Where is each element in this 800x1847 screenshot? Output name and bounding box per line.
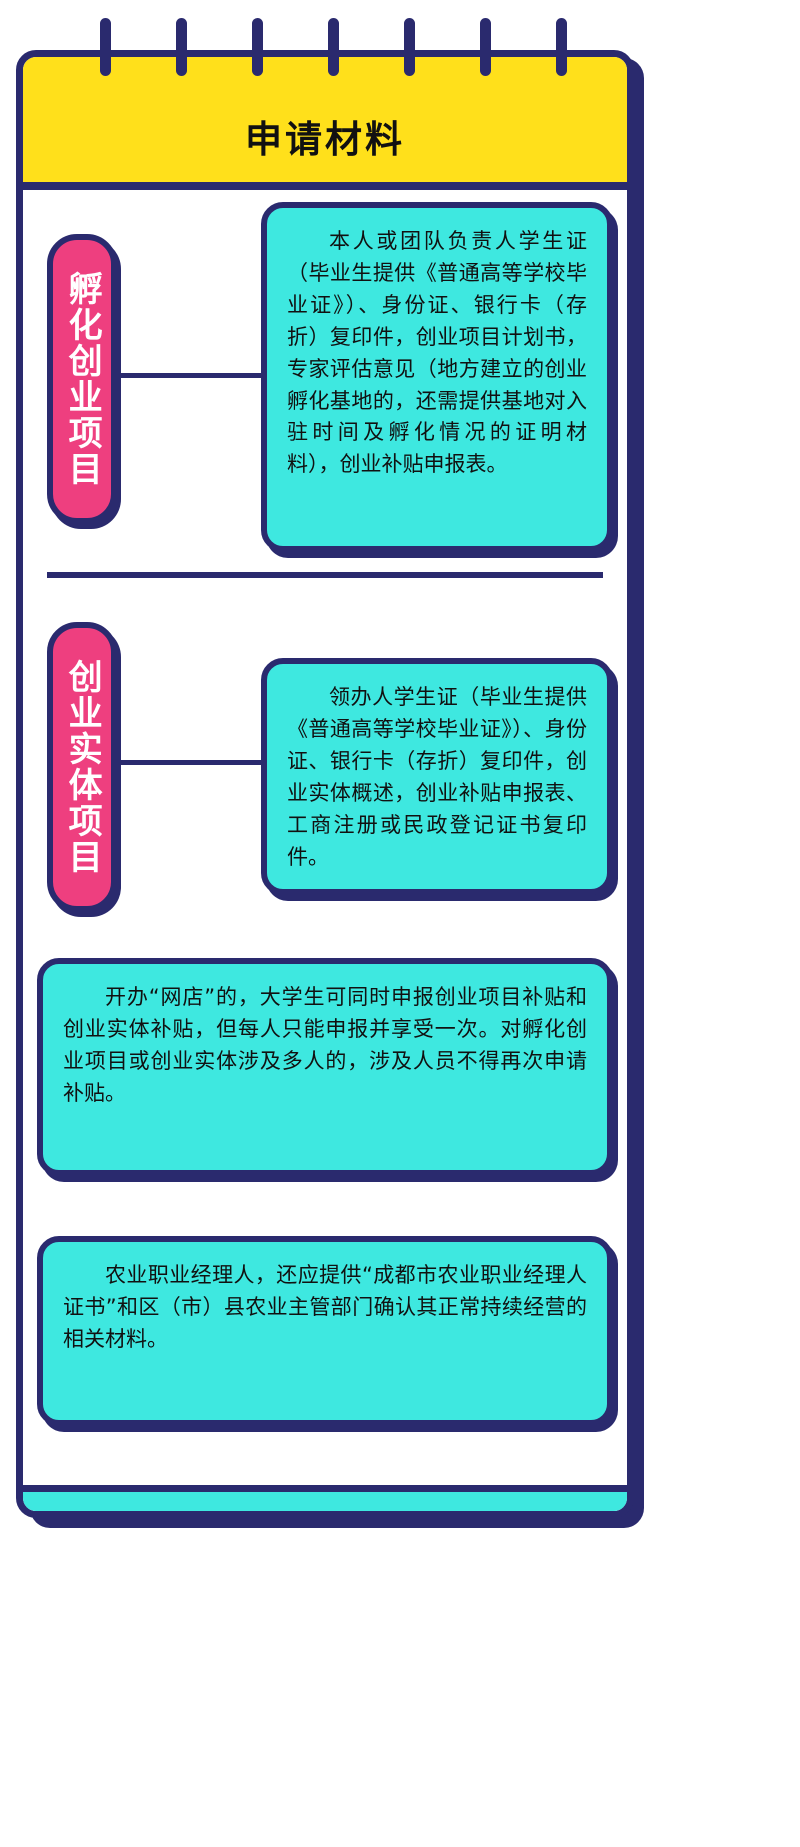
spiral-ring — [404, 18, 415, 76]
content-card-entity: 领办人学生证（毕业生提供《普通高等学校毕业证》）、身份证、银行卡（存折）复印件，… — [261, 658, 613, 895]
header-band: 申请材料 — [23, 57, 627, 190]
spiral-ring — [480, 18, 491, 76]
section-label-entity: 创业实体项目 — [47, 622, 117, 912]
page-title: 申请材料 — [245, 118, 405, 161]
content-card-incubation: 本人或团队负责人学生证（毕业生提供《普通高等学校毕业证》）、身份证、银行卡（存折… — [261, 202, 613, 552]
spiral-ring — [100, 18, 111, 76]
notepad-body: 申请材料 孵化创业项目 本人或团队负责人学生证（毕业生提供《普通高等学校毕业证》… — [16, 50, 634, 1518]
connector-line-1 — [115, 373, 275, 378]
card-text: 开办“网店”的，大学生可同时申报创业项目补贴和创业实体补贴，但每人只能申报并享受… — [63, 985, 587, 1105]
connector-line-2 — [115, 760, 275, 765]
spiral-ring — [556, 18, 567, 76]
notepad-bottom-strip — [23, 1485, 627, 1511]
spiral-ring — [176, 18, 187, 76]
section-divider — [47, 572, 603, 578]
spiral-binding — [0, 18, 800, 78]
section-label-incubation: 孵化创业项目 — [47, 234, 117, 524]
spiral-ring — [328, 18, 339, 76]
card-text: 本人或团队负责人学生证（毕业生提供《普通高等学校毕业证》）、身份证、银行卡（存折… — [287, 229, 587, 477]
card-text: 农业职业经理人，还应提供“成都市农业职业经理人证书”和区（市）县农业主管部门确认… — [63, 1263, 587, 1351]
card-text: 领办人学生证（毕业生提供《普通高等学校毕业证》）、身份证、银行卡（存折）复印件，… — [287, 685, 587, 869]
note-card-agriculture-manager: 农业职业经理人，还应提供“成都市农业职业经理人证书”和区（市）县农业主管部门确认… — [37, 1236, 613, 1426]
note-card-online-store: 开办“网店”的，大学生可同时申报创业项目补贴和创业实体补贴，但每人只能申报并享受… — [37, 958, 613, 1176]
spiral-ring — [252, 18, 263, 76]
